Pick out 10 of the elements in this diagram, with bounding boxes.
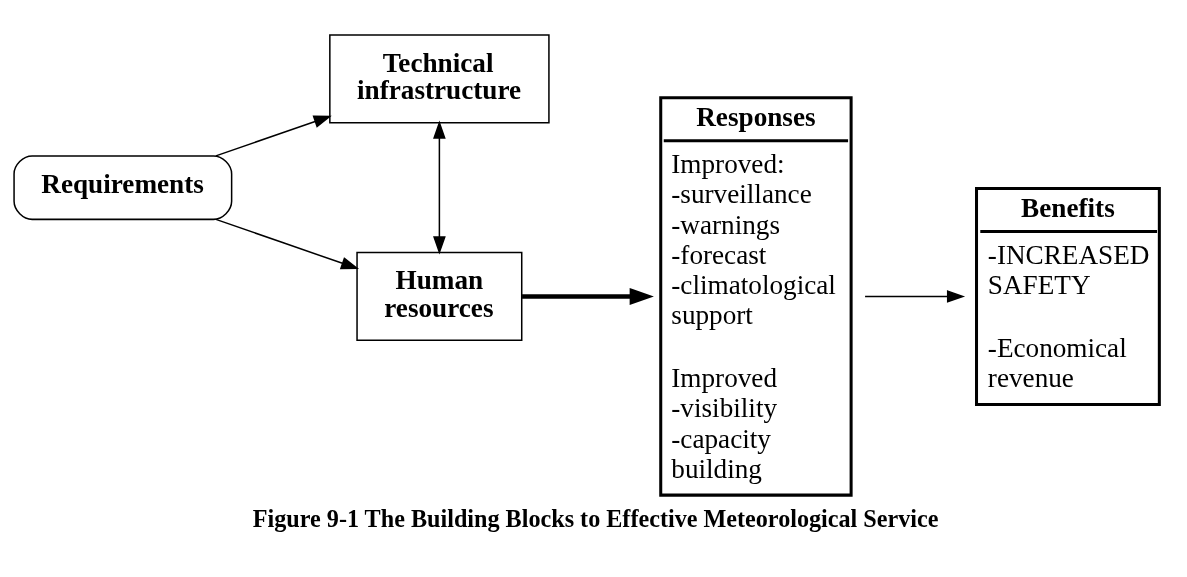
node-box: Requirements	[13, 155, 233, 221]
arrow	[522, 287, 654, 305]
arrow	[215, 218, 360, 270]
arrow	[433, 120, 446, 255]
node-box: Responses Improved: -surveillance -warnings -forecast -climatological support Improved -visibility -capacity building	[659, 96, 853, 497]
node-box: Human resources	[356, 251, 523, 341]
caption: Figure 9-1 The Building Blocks to Effective Meteorological Service	[252, 504, 939, 532]
node-box: Technical infrastructure	[329, 34, 550, 124]
arrow	[215, 115, 332, 157]
arrow	[864, 290, 966, 303]
